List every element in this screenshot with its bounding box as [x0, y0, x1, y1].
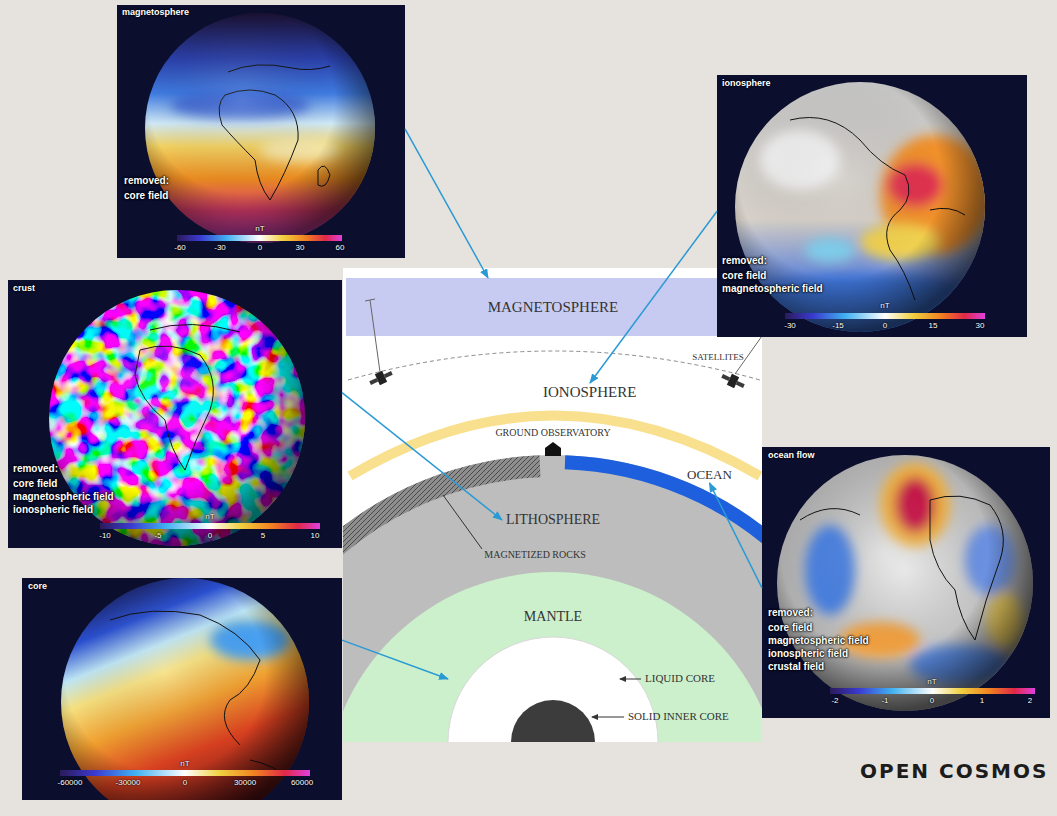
node-text: ionosphere: [722, 79, 771, 88]
node-text: nT: [205, 513, 214, 521]
magnetosphere-band: MAGNETOSPHERE: [346, 278, 760, 336]
leader-line: [443, 495, 482, 549]
ocean-flow-map: [762, 447, 1050, 718]
satellite-icon: [365, 299, 394, 389]
observatory-label: GROUND OBSERVATORY: [495, 428, 610, 438]
magnetosphere-map: [117, 5, 405, 258]
node-text: ionospheric field: [768, 649, 848, 659]
lithosphere-label: LITHOSPHERE: [502, 511, 605, 529]
node-text: LIQUID CORE: [645, 673, 715, 684]
node-text: core: [28, 582, 47, 591]
callout-arrow: [342, 640, 448, 679]
node-text: 1: [980, 697, 984, 705]
node-text: core field: [13, 479, 57, 489]
node-text: magnetospheric field: [13, 492, 114, 502]
node-text: 0: [930, 697, 934, 705]
leader-line: [592, 717, 624, 718]
node-text: magnetospheric field: [722, 284, 823, 294]
node-text: 0: [258, 244, 262, 252]
node-text: nT: [927, 678, 936, 686]
node-text: -15: [832, 322, 844, 330]
node-text: 5: [261, 532, 265, 540]
node-text: 30: [976, 322, 985, 330]
ionosphere-map: [717, 75, 1027, 337]
node-text: 2: [1028, 697, 1032, 705]
node-text: 60: [336, 244, 345, 252]
node-text: core field: [124, 191, 168, 201]
leader-line: [620, 679, 641, 680]
crust-map: [8, 280, 342, 548]
node-text: magnetosphere: [122, 8, 189, 17]
node-text: nT: [255, 225, 264, 233]
node-text: 30: [296, 244, 305, 252]
node-text: 0: [183, 779, 187, 787]
earth-section: [343, 268, 762, 742]
node-text: -10: [99, 532, 111, 540]
node-text: removed:: [124, 176, 169, 186]
node-text: -60: [174, 244, 186, 252]
node-text: ionospheric field: [13, 505, 93, 515]
magnetosphere-panel: magnetosphere removed: core field -60 -30 0 30…: [117, 5, 405, 258]
satellite-icon: [720, 336, 762, 392]
satellites-label: SATELLITES: [692, 353, 744, 362]
node-text: 0: [208, 532, 212, 540]
node-text: 15: [929, 322, 938, 330]
liquid-core: LIQUID CORESOLID INNER CORE: [448, 637, 658, 742]
callout-arrow: [710, 483, 763, 588]
node-text: -30: [784, 322, 796, 330]
node-text: SOLID INNER CORE: [628, 711, 729, 722]
callout-arrow: [405, 129, 488, 278]
callout-arrow: [342, 393, 502, 520]
logo-text: OPEN COSMOS: [860, 761, 1048, 781]
node-text: 10: [311, 532, 320, 540]
observatory-icon: [545, 442, 561, 456]
node-text: -1: [881, 697, 888, 705]
node-text: -30: [214, 244, 226, 252]
ocean-flow-panel: ocean flow removed: core field magnetospher…: [762, 447, 1050, 718]
node-text: -60000: [58, 779, 83, 787]
node-text: core field: [768, 623, 812, 633]
node-text: crust: [13, 284, 35, 293]
node-text: IONOSPHERE: [543, 385, 637, 400]
node-text: magnetospheric field: [768, 636, 869, 646]
inner-core-shape: [511, 700, 595, 742]
liquid-core-shape: [448, 637, 658, 742]
rocks-label: MAGNETIZED ROCKS: [484, 550, 585, 560]
ionosphere-label: IONOSPHERE: [539, 383, 641, 402]
node-text: 60000: [291, 779, 313, 787]
node-text: crustal field: [768, 662, 824, 672]
node-text: -30000: [116, 779, 141, 787]
node-text: removed:: [768, 608, 813, 618]
crust-panel: crust removed: core field magnetospheric fi…: [8, 280, 342, 548]
solid-inner-core: SOLID INNER CORE: [511, 700, 595, 742]
node-text: core field: [722, 271, 766, 281]
node-text: 30000: [234, 779, 256, 787]
magnetosphere-layer: [346, 278, 760, 336]
ionosphere-panel: ionosphere removed: core field magnetospher…: [717, 75, 1027, 337]
ocean-label: OCEAN: [683, 466, 736, 483]
mantle-layer: [343, 572, 762, 742]
node-text: ocean flow: [768, 451, 815, 460]
node-text: nT: [880, 302, 889, 310]
satellite-orbit: [348, 351, 760, 380]
core-map: [22, 578, 342, 816]
node-text: MAGNETOSPHERE: [488, 300, 619, 315]
node-text: removed:: [722, 256, 767, 266]
node-text: removed:: [13, 464, 58, 474]
mantle-label: MANTLE: [524, 610, 582, 624]
core-panel: core -60000 -30000 0 30000 60000 nT: [22, 578, 342, 800]
node-text: nT: [180, 760, 189, 768]
lithosphere-layer: [343, 455, 762, 742]
node-text: 0: [883, 322, 887, 330]
node-text: -5: [154, 532, 161, 540]
node-text: -2: [831, 697, 838, 705]
node-text: LITHOSPHERE: [506, 513, 601, 527]
node-text: OCEAN: [687, 468, 732, 481]
